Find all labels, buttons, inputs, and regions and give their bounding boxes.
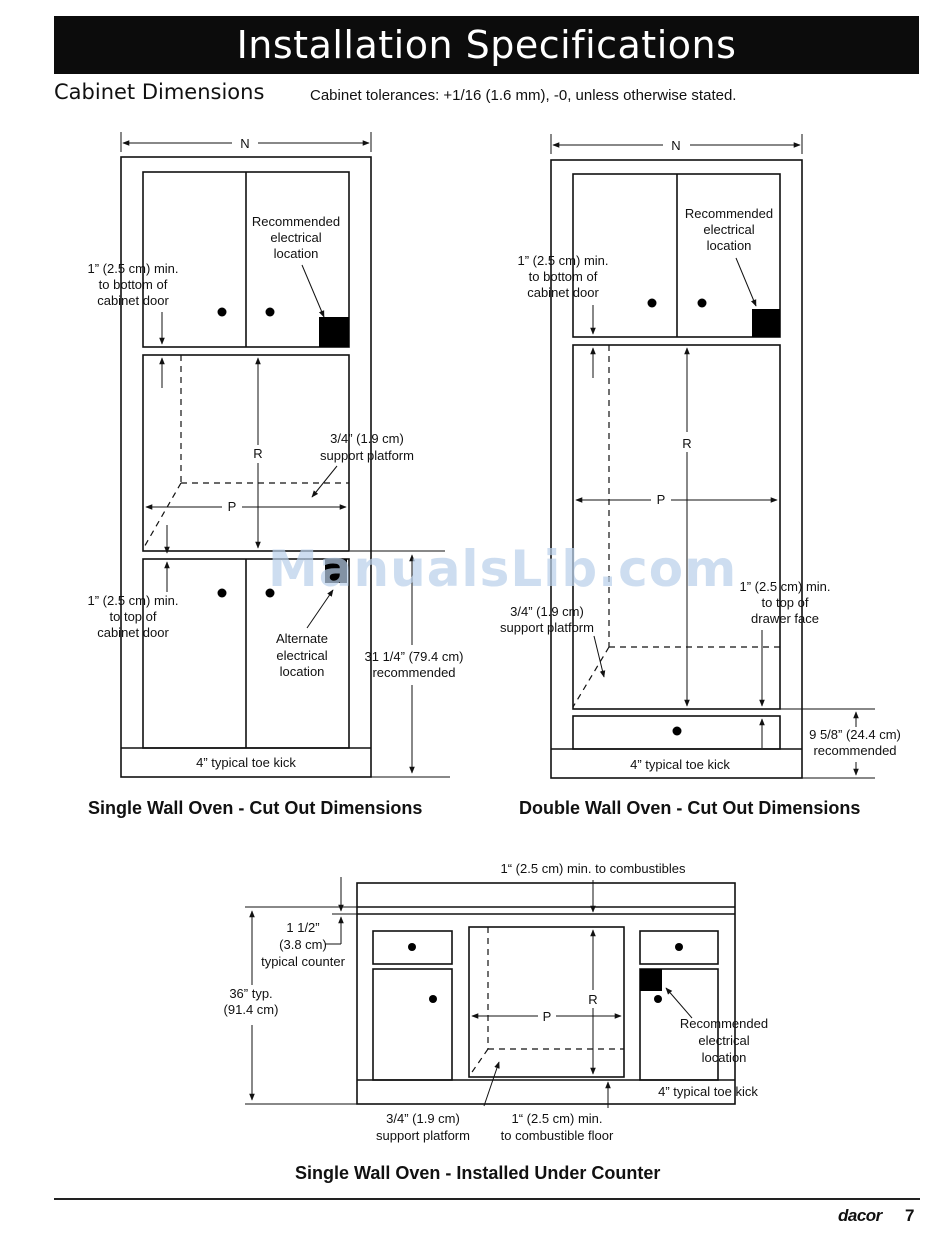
counter-note: 1 1/2” [286, 920, 319, 935]
under-counter-caption: Single Wall Oven - Installed Under Count… [295, 1163, 661, 1183]
drawer-knob-icon [675, 943, 683, 951]
rec-elec-label: location [702, 1050, 747, 1065]
toe-kick-label: 4” typical toe kick [658, 1084, 758, 1099]
under-counter-labels: 1“ (2.5 cm) min. to combustibles 1 1/2” … [224, 861, 769, 1143]
door-knob-icon [647, 298, 657, 308]
combustible-floor-note: to combustible floor [501, 1128, 614, 1143]
bottom-door-note: to bottom of [529, 269, 598, 284]
r-label: R [682, 436, 691, 451]
double-oven-labels: N R P Recommended electrical location 1”… [500, 138, 901, 772]
alt-electrical-box-icon [325, 559, 347, 583]
top-door-note: cabinet door [97, 625, 169, 640]
double-oven-caption: Double Wall Oven - Cut Out Dimensions [519, 798, 861, 818]
rec-elec-label: Recommended [685, 206, 773, 221]
toe-kick-label: 4” typical toe kick [196, 755, 296, 770]
door-knob-icon [217, 307, 227, 317]
drawer-knob-icon [672, 726, 682, 736]
drawer-face-note: to top of [762, 595, 809, 610]
counter-note: typical counter [261, 954, 345, 969]
bottom-door-note: cabinet door [527, 285, 599, 300]
height-note: recommended [372, 665, 455, 680]
single-oven-caption: Single Wall Oven - Cut Out Dimensions [88, 798, 423, 818]
drawer-face-note: 1” (2.5 cm) min. [739, 579, 830, 594]
drawer-face-note: drawer face [751, 611, 819, 626]
overall-height-note: (91.4 cm) [224, 1002, 279, 1017]
top-door-note: to top of [110, 609, 157, 624]
electrical-box-icon [319, 317, 349, 347]
top-door-note: 1” (2.5 cm) min. [87, 593, 178, 608]
r-label: R [253, 446, 262, 461]
footer-divider [54, 1198, 920, 1200]
bottom-door-note: cabinet door [97, 293, 169, 308]
overall-height-note: 36” typ. [229, 986, 272, 1001]
door-knob-icon [265, 307, 275, 317]
support-platform-note: support platform [500, 620, 594, 635]
rec-elec-label: electrical [270, 230, 321, 245]
combustible-floor-note: 1“ (2.5 cm) min. [511, 1111, 602, 1126]
single-oven-labels: N R P Recommended electrical location 1”… [87, 136, 463, 770]
r-label: R [588, 992, 597, 1007]
watermark: ManualsLib.com [268, 540, 738, 598]
support-platform-note: support platform [376, 1128, 470, 1143]
rec-elec-label: location [707, 238, 752, 253]
door-knob-icon [697, 298, 707, 308]
page-number: 7 [905, 1206, 915, 1225]
p-label: P [543, 1009, 552, 1024]
brand-logo: dacor [838, 1206, 882, 1225]
support-platform-note: support platform [320, 448, 414, 463]
p-label: P [228, 499, 237, 514]
support-platform-note: 3/4” (1.9 cm) [510, 604, 584, 619]
door-knob-icon [429, 995, 437, 1003]
section-subtitle: Cabinet Dimensions [54, 80, 265, 104]
rec-elec-label: electrical [698, 1033, 749, 1048]
tolerance-note: Cabinet tolerances: +1/16 (1.6 mm), -0, … [310, 87, 737, 104]
rec-elec-label: Recommended [680, 1016, 768, 1031]
bottom-door-note: 1” (2.5 cm) min. [87, 261, 178, 276]
height-note: 31 1/4” (79.4 cm) [365, 649, 464, 664]
single-wall-oven-diagram [120, 132, 450, 778]
n-label: N [240, 136, 249, 151]
rec-elec-label: Recommended [252, 214, 340, 229]
alt-elec-label: Alternate [276, 631, 328, 646]
door-knob-icon [265, 588, 275, 598]
n-label: N [671, 138, 680, 153]
bottom-door-note: to bottom of [99, 277, 168, 292]
alt-elec-label: electrical [276, 648, 327, 663]
under-counter-fills [408, 943, 683, 1003]
door-knob-icon [217, 588, 227, 598]
single-oven-fills [217, 307, 349, 598]
electrical-box-icon [640, 969, 662, 991]
bottom-door-note: 1” (2.5 cm) min. [517, 253, 608, 268]
height-note: 9 5/8” (24.4 cm) [809, 727, 901, 742]
combustibles-note: 1“ (2.5 cm) min. to combustibles [501, 861, 686, 876]
drawer-knob-icon [408, 943, 416, 951]
door-knob-icon [654, 995, 662, 1003]
counter-note: (3.8 cm) [279, 937, 327, 952]
rec-elec-label: location [274, 246, 319, 261]
rec-elec-label: electrical [703, 222, 754, 237]
height-note: recommended [813, 743, 896, 758]
p-label: P [657, 492, 666, 507]
support-platform-note: 3/4” (1.9 cm) [386, 1111, 460, 1126]
under-counter-diagram [245, 877, 736, 1108]
alt-elec-label: location [280, 664, 325, 679]
page-title: Installation Specifications [54, 16, 919, 74]
toe-kick-label: 4” typical toe kick [630, 757, 730, 772]
electrical-box-icon [752, 309, 780, 337]
double-oven-fills [647, 298, 780, 736]
support-platform-note: 3/4” (1.9 cm) [330, 431, 404, 446]
double-wall-oven-diagram [550, 134, 875, 779]
